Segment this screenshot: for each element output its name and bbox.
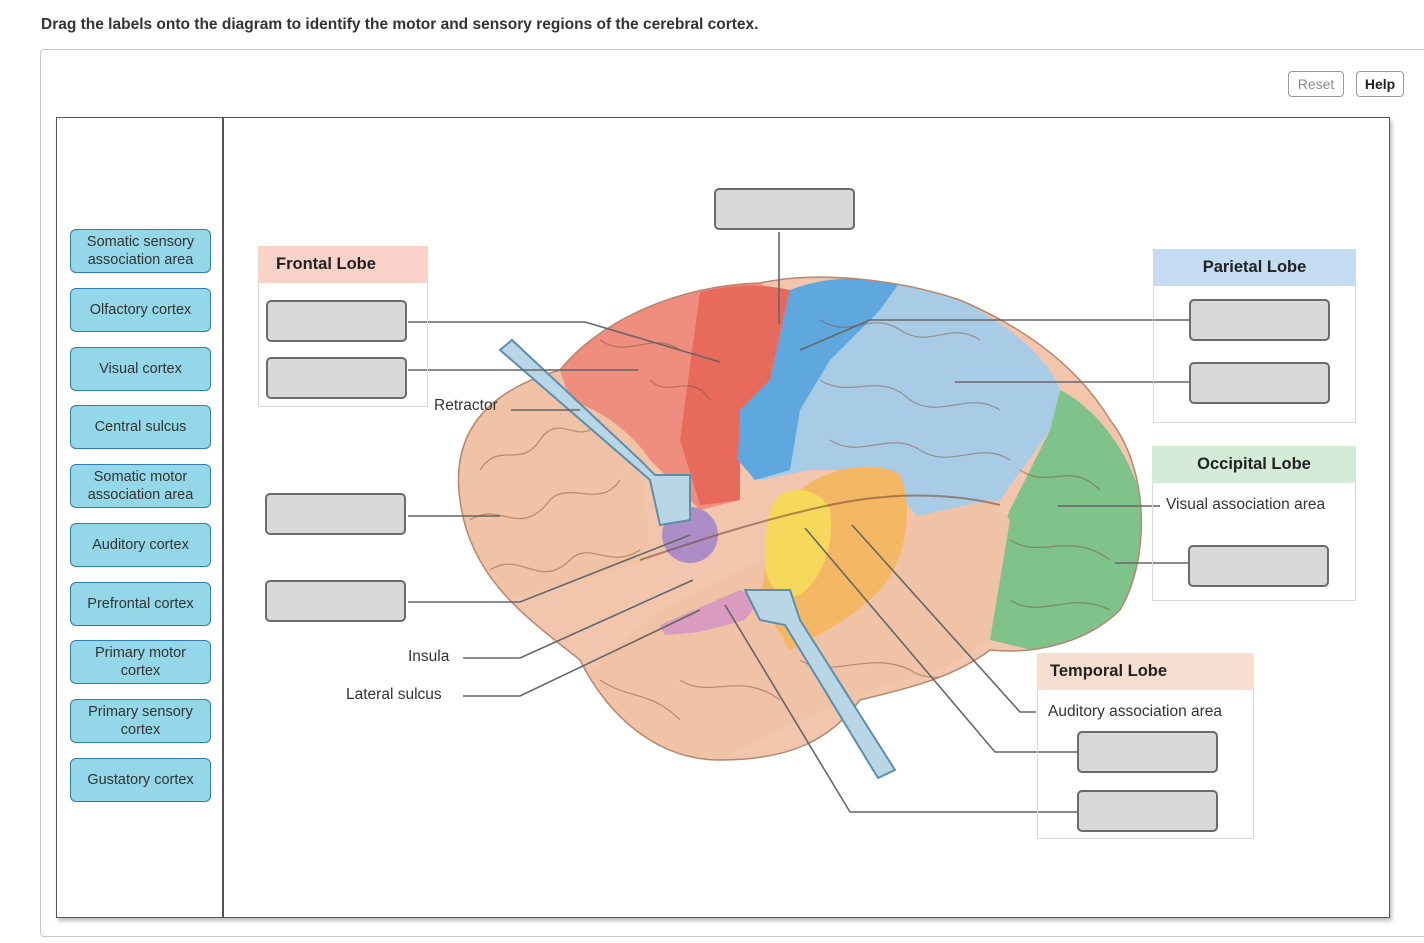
drop-zone-frontal-1[interactable]: [266, 300, 407, 342]
brain-outline: [457, 276, 1143, 761]
instruction-text: Drag the labels onto the diagram to iden…: [41, 16, 759, 33]
label-prefrontal-cortex[interactable]: Prefrontal cortex: [70, 582, 211, 626]
label-visual-cortex[interactable]: Visual cortex: [70, 347, 211, 391]
auditory-association-area-label: Auditory association area: [1048, 703, 1223, 720]
drop-zone-parietal-2[interactable]: [1189, 362, 1330, 404]
drop-zone-temporal-2[interactable]: [1077, 790, 1218, 832]
drop-zone-central-sulcus[interactable]: [714, 188, 855, 230]
temporal-lobe-header: Temporal Lobe: [1037, 653, 1254, 690]
label-somatic-sensory-association-area[interactable]: Somatic sensory association area: [70, 229, 211, 273]
retractor-tools: [498, 338, 897, 780]
label-bank: [57, 118, 224, 917]
label-olfactory-cortex[interactable]: Olfactory cortex: [70, 288, 211, 332]
help-button[interactable]: Help: [1356, 71, 1404, 97]
drop-zone-temporal-1[interactable]: [1077, 731, 1218, 773]
lateral-sulcus-label: Lateral sulcus: [346, 686, 442, 703]
label-gustatory-cortex[interactable]: Gustatory cortex: [70, 758, 211, 802]
insula-label: Insula: [408, 648, 450, 665]
label-primary-motor-cortex[interactable]: Primary motor cortex: [70, 640, 211, 684]
occipital-lobe-header: Occipital Lobe: [1152, 446, 1356, 483]
drop-zone-insula-region[interactable]: [265, 580, 406, 622]
drop-zone-parietal-1[interactable]: [1189, 299, 1330, 341]
frontal-lobe-header: Frontal Lobe: [258, 246, 428, 283]
drop-zone-prefrontal[interactable]: [265, 493, 406, 535]
reset-button[interactable]: Reset: [1288, 71, 1344, 97]
drop-zone-occipital[interactable]: [1188, 545, 1329, 587]
visual-association-area-label: Visual association area: [1166, 496, 1326, 513]
retractor-label: Retractor: [434, 397, 498, 414]
drop-zone-frontal-2[interactable]: [266, 357, 407, 399]
label-central-sulcus[interactable]: Central sulcus: [70, 405, 211, 449]
label-primary-sensory-cortex[interactable]: Primary sensory cortex: [70, 699, 211, 743]
parietal-lobe-header: Parietal Lobe: [1153, 249, 1356, 286]
label-auditory-cortex[interactable]: Auditory cortex: [70, 523, 211, 567]
label-somatic-motor-association-area[interactable]: Somatic motor association area: [70, 464, 211, 508]
